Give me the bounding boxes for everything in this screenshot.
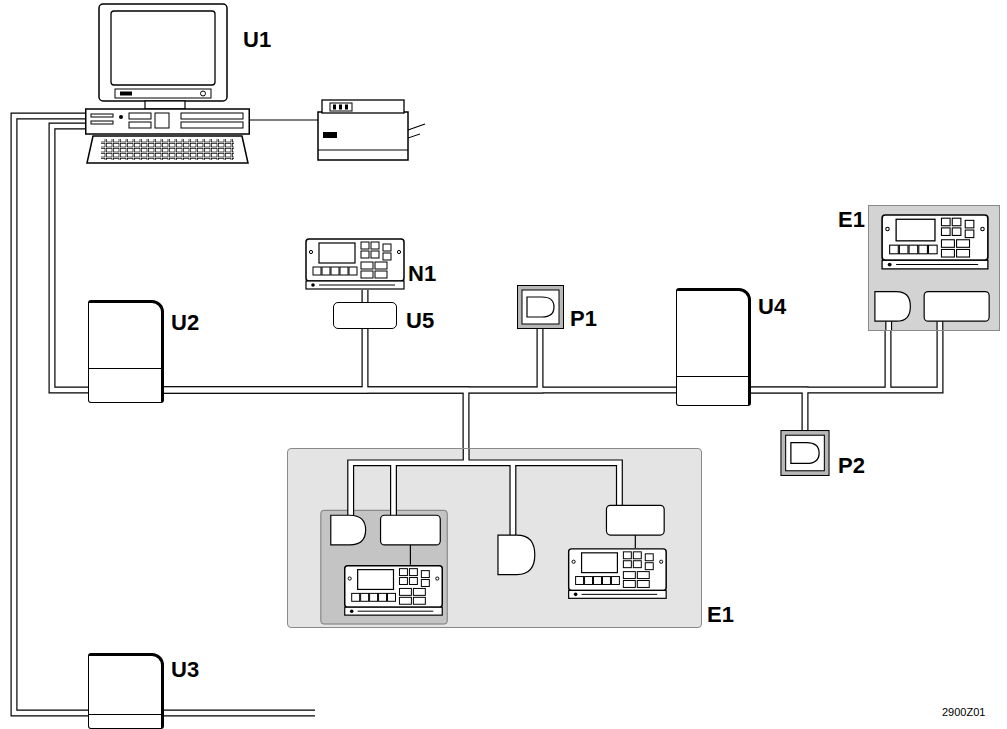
bus-cable-core: [14, 116, 88, 713]
workstation-art: [85, 3, 250, 165]
bus-cable: [885, 331, 892, 390]
operator-unit-art: [305, 238, 405, 290]
box-divider: [89, 368, 161, 369]
bus-cable-core: [164, 711, 315, 716]
bus-cable-core: [164, 390, 466, 448]
drawing-number: 2900Z01: [942, 706, 985, 719]
workstation: U1: [85, 3, 250, 165]
bus-cable: [164, 329, 540, 390]
room-unit-art: [518, 286, 564, 329]
operator-unit-art: [306, 239, 404, 289]
control-panel: E1: [287, 448, 702, 628]
printer: [318, 100, 425, 160]
controller-box: U4: [676, 288, 751, 406]
room-unit: P2: [780, 430, 830, 476]
bus-cable-core: [164, 329, 540, 390]
device-label: U3: [171, 658, 199, 682]
device-label: U1: [243, 28, 271, 52]
room-unit-art: [781, 431, 829, 476]
bus-cable-core: [164, 388, 676, 393]
interface-module: U5: [333, 302, 397, 329]
bus-cable: [14, 116, 88, 713]
device-label: E1: [838, 208, 865, 232]
bus-cable: [751, 390, 805, 430]
bus-cable: [751, 331, 940, 390]
box-divider: [677, 376, 748, 377]
bus-cable-core: [52, 126, 88, 390]
operator-unit: N1: [305, 238, 405, 290]
device-label: U5: [406, 309, 434, 333]
control-panel-art: [288, 449, 701, 627]
bus-cable: [164, 710, 315, 717]
bus-cable: [164, 387, 676, 394]
device-label: P2: [838, 454, 865, 478]
bus-cable-core: [363, 290, 368, 302]
box-divider: [89, 714, 161, 715]
control-panel: E1: [868, 205, 1000, 331]
room-unit-art: [780, 430, 830, 476]
bus-cable: [52, 126, 88, 390]
device-label: U4: [758, 295, 786, 319]
control-panel-art: [869, 206, 999, 330]
workstation-art: [86, 4, 250, 163]
control-panel-art: [875, 215, 989, 330]
room-unit-art: [517, 285, 564, 329]
bus-cable: [164, 329, 365, 390]
printer-cable: [250, 119, 318, 120]
controller-box: U2: [88, 300, 164, 403]
bus-cable: [362, 290, 369, 302]
device-label: U2: [171, 311, 199, 335]
controller-box: U3: [88, 653, 164, 729]
bus-cable-core: [164, 329, 365, 390]
device-label: E1: [707, 603, 734, 627]
device-label: P1: [570, 307, 597, 331]
control-panel-art: [321, 449, 666, 624]
bus-cable: [164, 390, 466, 448]
room-unit: P1: [517, 285, 564, 329]
bus-cable-core: [751, 331, 940, 390]
bus-cable-core: [886, 331, 891, 390]
device-label: N1: [408, 262, 436, 286]
bus-cable-core: [751, 390, 805, 430]
